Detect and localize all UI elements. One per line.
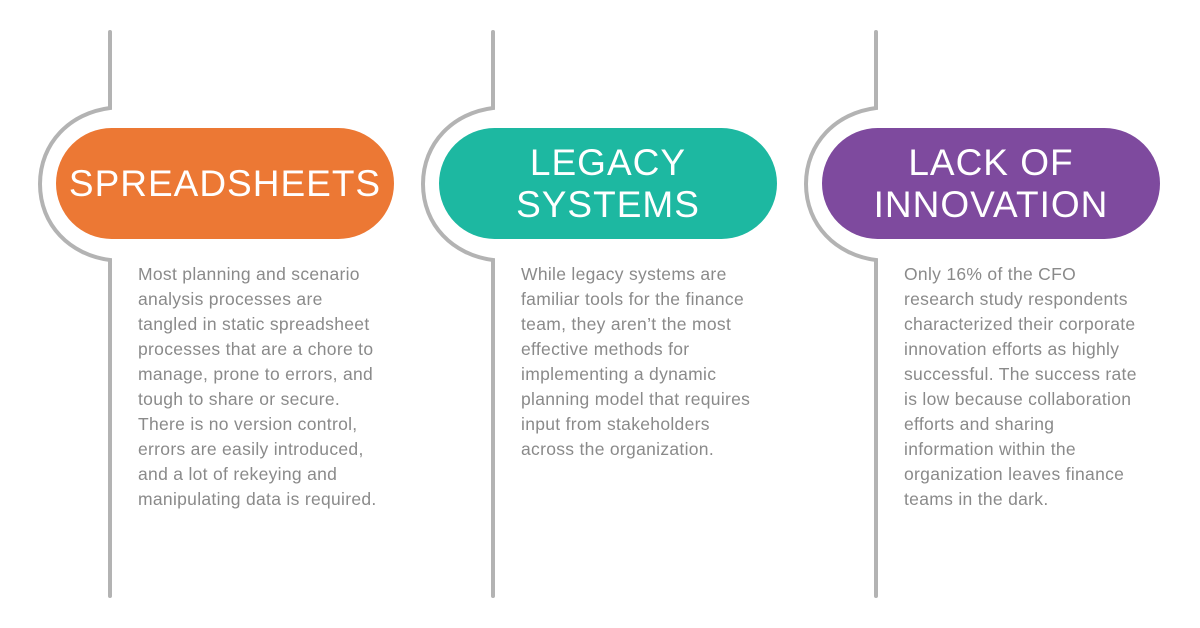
connector-line [420, 30, 495, 598]
column-description: While legacy systems are familiar tools … [521, 264, 751, 459]
title-pill: SPREADSHEETS [56, 128, 394, 239]
column-title: SPREADSHEETS [68, 162, 382, 204]
column-legacy-systems: LEGACY SYSTEMS While legacy systems are … [383, 0, 777, 628]
column-lack-of-innovation: LACK OF INNOVATION Only 16% of the CFO r… [766, 0, 1160, 628]
title-pill: LACK OF INNOVATION [822, 128, 1160, 239]
connector-line [803, 30, 878, 598]
column-title: LACK OF INNOVATION [873, 141, 1109, 225]
column-description: Only 16% of the CFO research study respo… [904, 264, 1137, 509]
connector-line [37, 30, 112, 598]
column-description: Most planning and scenario analysis proc… [138, 264, 377, 509]
title-pill: LEGACY SYSTEMS [439, 128, 777, 239]
column-spreadsheets: SPREADSHEETS Most planning and scenario … [0, 0, 394, 628]
column-title: LEGACY SYSTEMS [516, 141, 700, 225]
